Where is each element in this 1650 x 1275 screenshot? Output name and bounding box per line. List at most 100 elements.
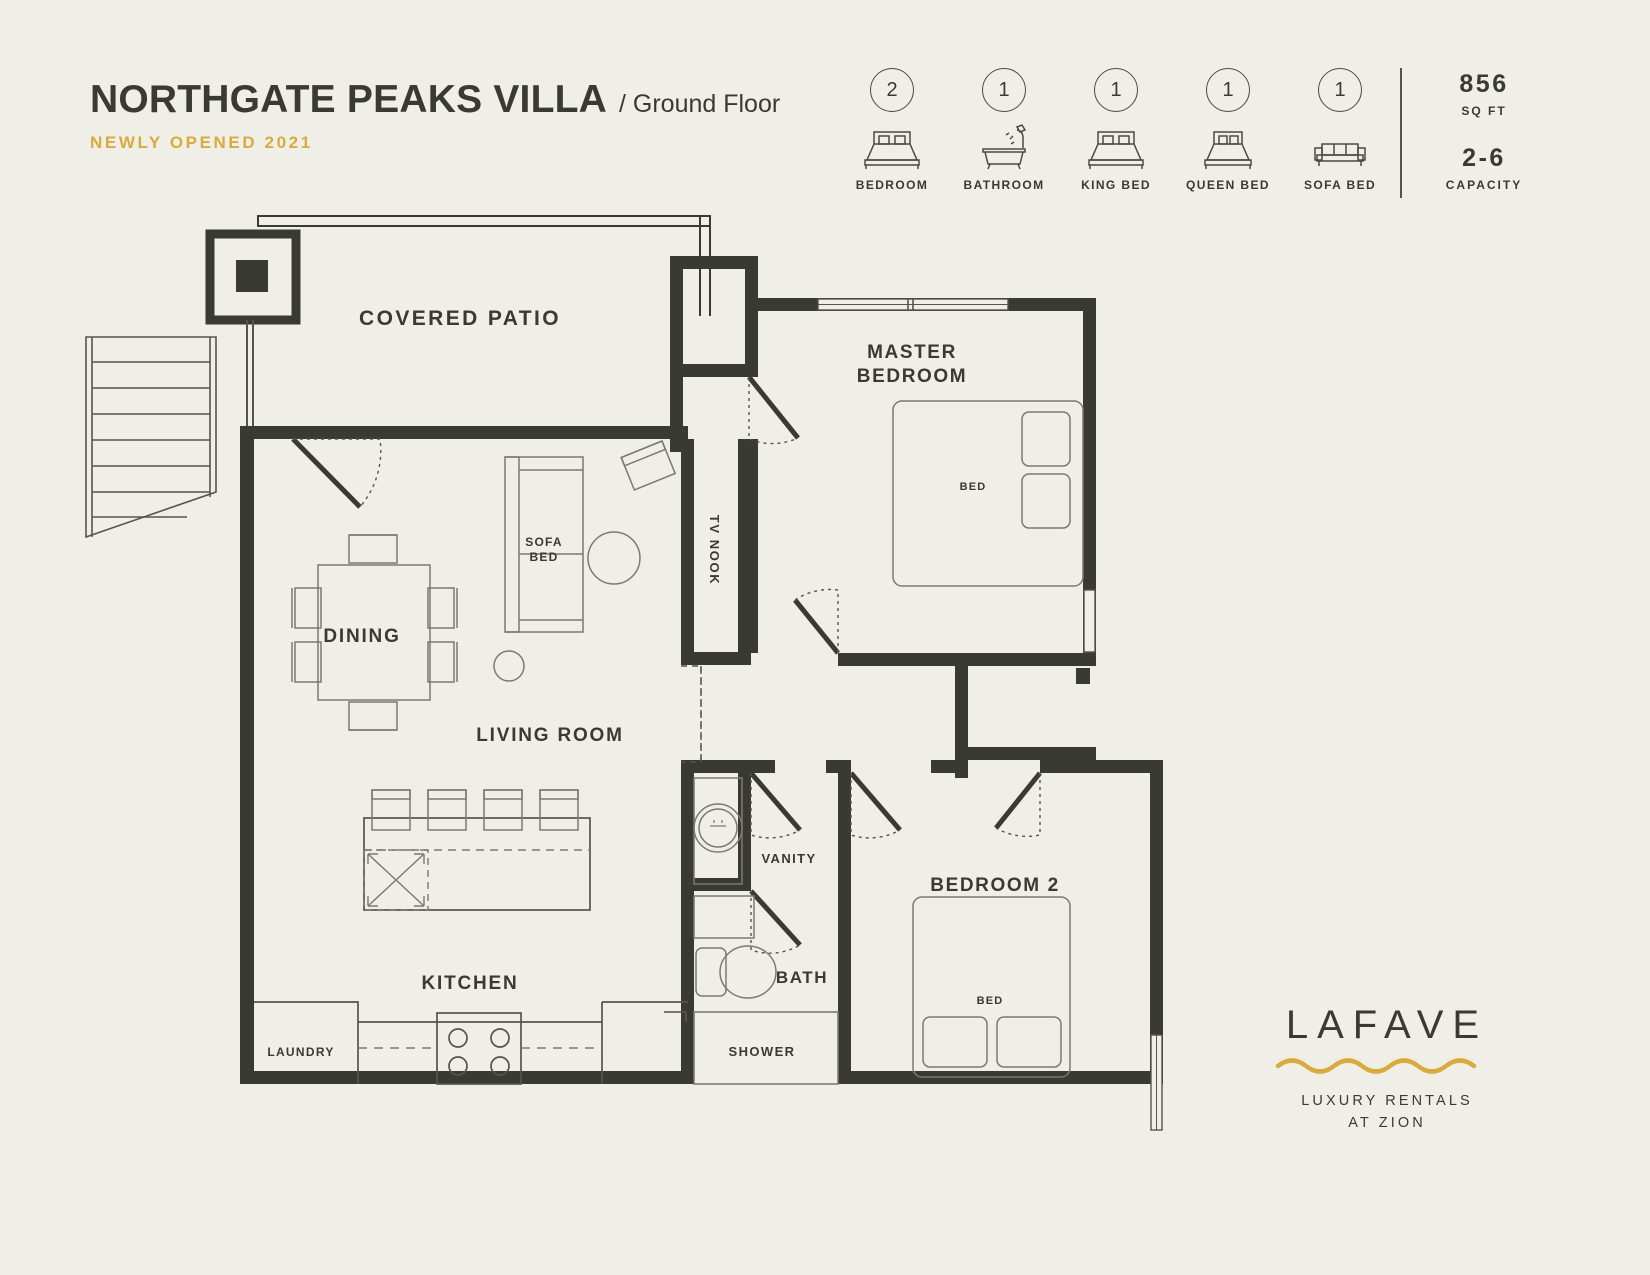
master-bed-furniture	[892, 400, 1084, 587]
pillow	[1021, 473, 1071, 529]
capacity-value: 2-6	[1462, 144, 1506, 172]
floor-plan-svg: COVERED PATIO MASTER BEDROOM DINING LIVI…	[85, 215, 1163, 1131]
dining-chair	[427, 641, 455, 683]
stats-divider	[1400, 68, 1402, 198]
shower-stall	[664, 1011, 839, 1085]
title-line: NORTHGATE PEAKS VILLA / Ground Floor	[90, 78, 780, 122]
accent-chair	[620, 440, 677, 491]
coffee-table	[587, 531, 641, 585]
doors	[291, 375, 1042, 954]
sofa-icon	[1309, 122, 1371, 170]
amenity-count-badge: 2	[870, 68, 914, 112]
bathtub-icon	[973, 122, 1035, 170]
label-master-bed: BED	[960, 481, 987, 493]
living-accents	[493, 440, 677, 682]
amenity-bedroom: 2 BEDROOM	[836, 68, 948, 192]
label-tv-nook: TV NOOK	[707, 515, 722, 585]
bed-outline	[912, 896, 1071, 1078]
amenity-label: SOFA BED	[1303, 178, 1377, 192]
brand-logo: LAFAVE LUXURY RENTALS AT ZION	[1262, 1003, 1512, 1131]
closet-sliding-doors	[681, 665, 702, 763]
bed-icon	[861, 122, 923, 170]
dining-chair	[294, 641, 322, 683]
label-bath: BATH	[776, 968, 828, 987]
page-title: NORTHGATE PEAKS VILLA	[90, 78, 607, 121]
dining-chair	[348, 701, 398, 731]
windows	[817, 298, 1163, 1131]
door-hall	[749, 771, 802, 839]
door-entry	[747, 375, 800, 445]
sofa-bed-furniture	[504, 456, 584, 633]
amenity-label: BEDROOM	[855, 178, 929, 192]
amenity-count-badge: 1	[1206, 68, 1250, 112]
vanity-sink	[693, 777, 743, 885]
room-labels: COVERED PATIO MASTER BEDROOM DINING LIVI…	[267, 307, 1059, 1059]
dining-chair	[294, 587, 322, 629]
bar-stool	[539, 789, 579, 831]
structural-walls	[240, 256, 1163, 1084]
kitchen-island	[363, 817, 591, 911]
label-covered-patio: COVERED PATIO	[359, 307, 561, 330]
patio-outline	[257, 215, 711, 316]
king-bed-icon	[1085, 122, 1147, 170]
bar-stools	[371, 789, 579, 831]
page-subtitle: / Ground Floor	[619, 90, 781, 118]
sofa-body	[504, 456, 584, 633]
toilet-bowl	[719, 945, 777, 999]
amenity-queen-bed: 1 QUEEN BED	[1172, 68, 1284, 192]
amenity-label: QUEEN BED	[1186, 178, 1270, 192]
pillow	[922, 1016, 988, 1068]
dining-table	[317, 564, 431, 701]
dining-set	[291, 534, 458, 731]
side-table	[493, 650, 525, 682]
queen-bed-icon	[1197, 122, 1259, 170]
sink-basin	[693, 803, 743, 853]
bedroom2-bed-furniture	[912, 896, 1071, 1078]
header: NORTHGATE PEAKS VILLA / Ground Floor NEW…	[0, 0, 1650, 210]
door-patio-entry	[291, 437, 382, 509]
bar-stool	[483, 789, 523, 831]
amenity-label: BATHROOM	[963, 178, 1045, 192]
exterior-stairs	[85, 336, 217, 539]
label-laundry: LAUNDRY	[267, 1045, 334, 1059]
amenity-count-badge: 1	[1318, 68, 1362, 112]
brand-wave-icon	[1262, 1054, 1512, 1079]
area-label: SQ FT	[1461, 104, 1507, 118]
capacity-label: CAPACITY	[1445, 178, 1523, 192]
toilet-tank	[695, 947, 727, 997]
pillow	[1021, 411, 1071, 467]
brand-tagline-1: LUXURY RENTALS	[1301, 1093, 1473, 1109]
amenity-sofa-bed: 1 SOFA BED	[1284, 68, 1396, 192]
label-bedroom-2: BEDROOM 2	[930, 875, 1059, 896]
label-kitchen: KITCHEN	[421, 973, 518, 994]
title-block: NORTHGATE PEAKS VILLA / Ground Floor NEW…	[90, 78, 780, 153]
bar-stool	[427, 789, 467, 831]
stats-block: 856 SQ FT 2-6 CAPACITY	[1424, 70, 1544, 192]
label-master-bedroom-2: BEDROOM	[857, 366, 967, 387]
kicker-badge: NEWLY OPENED 2021	[90, 133, 313, 152]
door-bath	[749, 889, 802, 954]
label-sofa-bed-2: BED	[530, 550, 559, 564]
label-vanity: VANITY	[761, 851, 816, 866]
amenity-count-badge: 1	[982, 68, 1026, 112]
label-dining: DINING	[323, 626, 400, 647]
pillow	[996, 1016, 1062, 1068]
amenity-bathroom: 1 BATHROOM	[948, 68, 1060, 192]
label-living-room: LIVING ROOM	[476, 725, 624, 746]
floor-plan-drawing: COVERED PATIO MASTER BEDROOM DINING LIVI…	[0, 190, 1650, 1190]
bar-stool	[371, 789, 411, 831]
kitchen-counter	[254, 1001, 688, 1084]
patio-column	[205, 229, 301, 325]
brand-tagline-2: AT ZION	[1348, 1115, 1426, 1131]
label-master-bedroom: MASTER	[867, 342, 957, 363]
toilet	[693, 895, 777, 999]
door-bedroom-2	[994, 771, 1042, 838]
vanity-counter	[693, 777, 743, 885]
bed-outline	[892, 400, 1084, 587]
amenity-king-bed: 1 KING BED	[1060, 68, 1172, 192]
amenity-label: KING BED	[1081, 178, 1151, 192]
area-value: 856	[1459, 70, 1509, 98]
amenity-list: 2 BEDROOM 1	[836, 68, 1396, 192]
door-master-bedroom	[793, 588, 840, 655]
